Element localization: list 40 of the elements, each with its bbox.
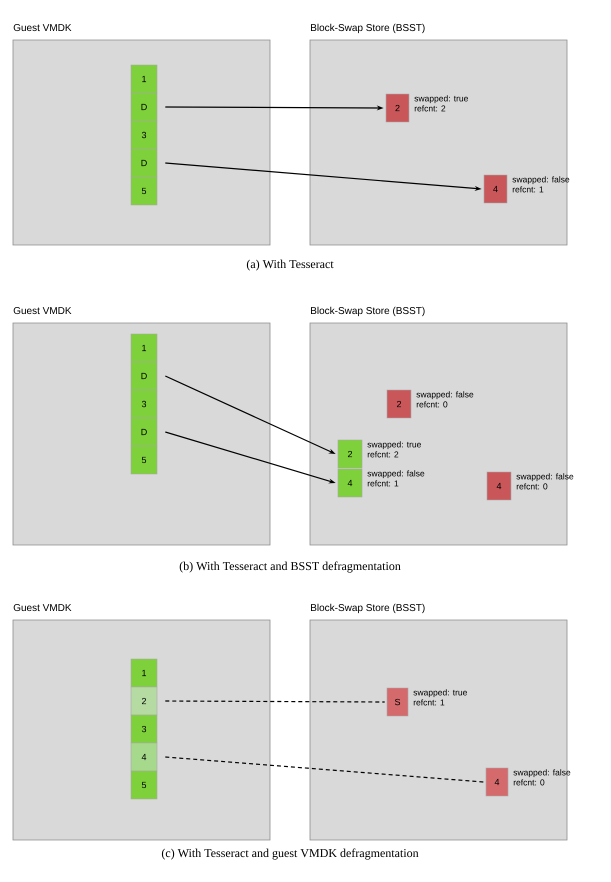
swap-block: 4 bbox=[486, 472, 512, 500]
caption: (c) With Tesseract and guest VMDK defragmentation bbox=[162, 848, 418, 860]
swap-block: 4 bbox=[338, 468, 362, 498]
block-cell: 3 bbox=[130, 714, 158, 744]
status-text: swapped: false refcnt: 1 bbox=[512, 176, 570, 192]
block-cell: 2 bbox=[130, 686, 158, 716]
block-cell: D bbox=[130, 418, 158, 446]
panel-heading: Guest VMDK bbox=[14, 604, 72, 612]
block-cell: 5 bbox=[130, 176, 158, 206]
swap-block: 2 bbox=[386, 390, 412, 418]
block-cell: D bbox=[130, 92, 158, 122]
swap-block: 2 bbox=[386, 94, 410, 122]
block-cell: 1 bbox=[130, 64, 158, 94]
block-cell: D bbox=[130, 148, 158, 178]
block-cell: 3 bbox=[130, 120, 158, 150]
swap-block: 4 bbox=[486, 768, 508, 796]
swap-block: 2 bbox=[338, 440, 362, 468]
swap-block: S bbox=[386, 688, 408, 716]
caption: (b) With Tesseract and BSST defragmentation bbox=[180, 562, 401, 573]
status-text: swapped: true refcnt: 1 bbox=[413, 689, 467, 706]
panel-heading: Block-Swap Store (BSST) bbox=[311, 24, 425, 34]
status-text: swapped: true refcnt: 2 bbox=[367, 441, 421, 458]
swap-block: 4 bbox=[484, 174, 508, 204]
status-text: swapped: false refcnt: 1 bbox=[367, 470, 424, 486]
block-cell: 5 bbox=[130, 770, 158, 800]
block-cell: 3 bbox=[130, 390, 158, 418]
status-text: swapped: false refcnt: 0 bbox=[513, 769, 570, 786]
status-text: swapped: false refcnt: 0 bbox=[416, 391, 474, 408]
panel-heading: Guest VMDK bbox=[14, 24, 72, 32]
block-cell: 5 bbox=[130, 446, 158, 474]
status-text: swapped: true refcnt: 2 bbox=[414, 95, 468, 112]
caption: (a) With Tesseract bbox=[246, 260, 334, 271]
block-cell: 1 bbox=[130, 334, 158, 362]
block-cell: 4 bbox=[130, 742, 158, 772]
status-text: swapped: false refcnt: 0 bbox=[516, 473, 574, 490]
block-cell: 1 bbox=[130, 658, 158, 688]
panel-heading: Guest VMDK bbox=[14, 307, 72, 314]
panel-heading: Block-Swap Store (BSST) bbox=[311, 306, 425, 316]
block-cell: D bbox=[130, 362, 158, 390]
panel-heading: Block-Swap Store (BSST) bbox=[311, 604, 425, 614]
